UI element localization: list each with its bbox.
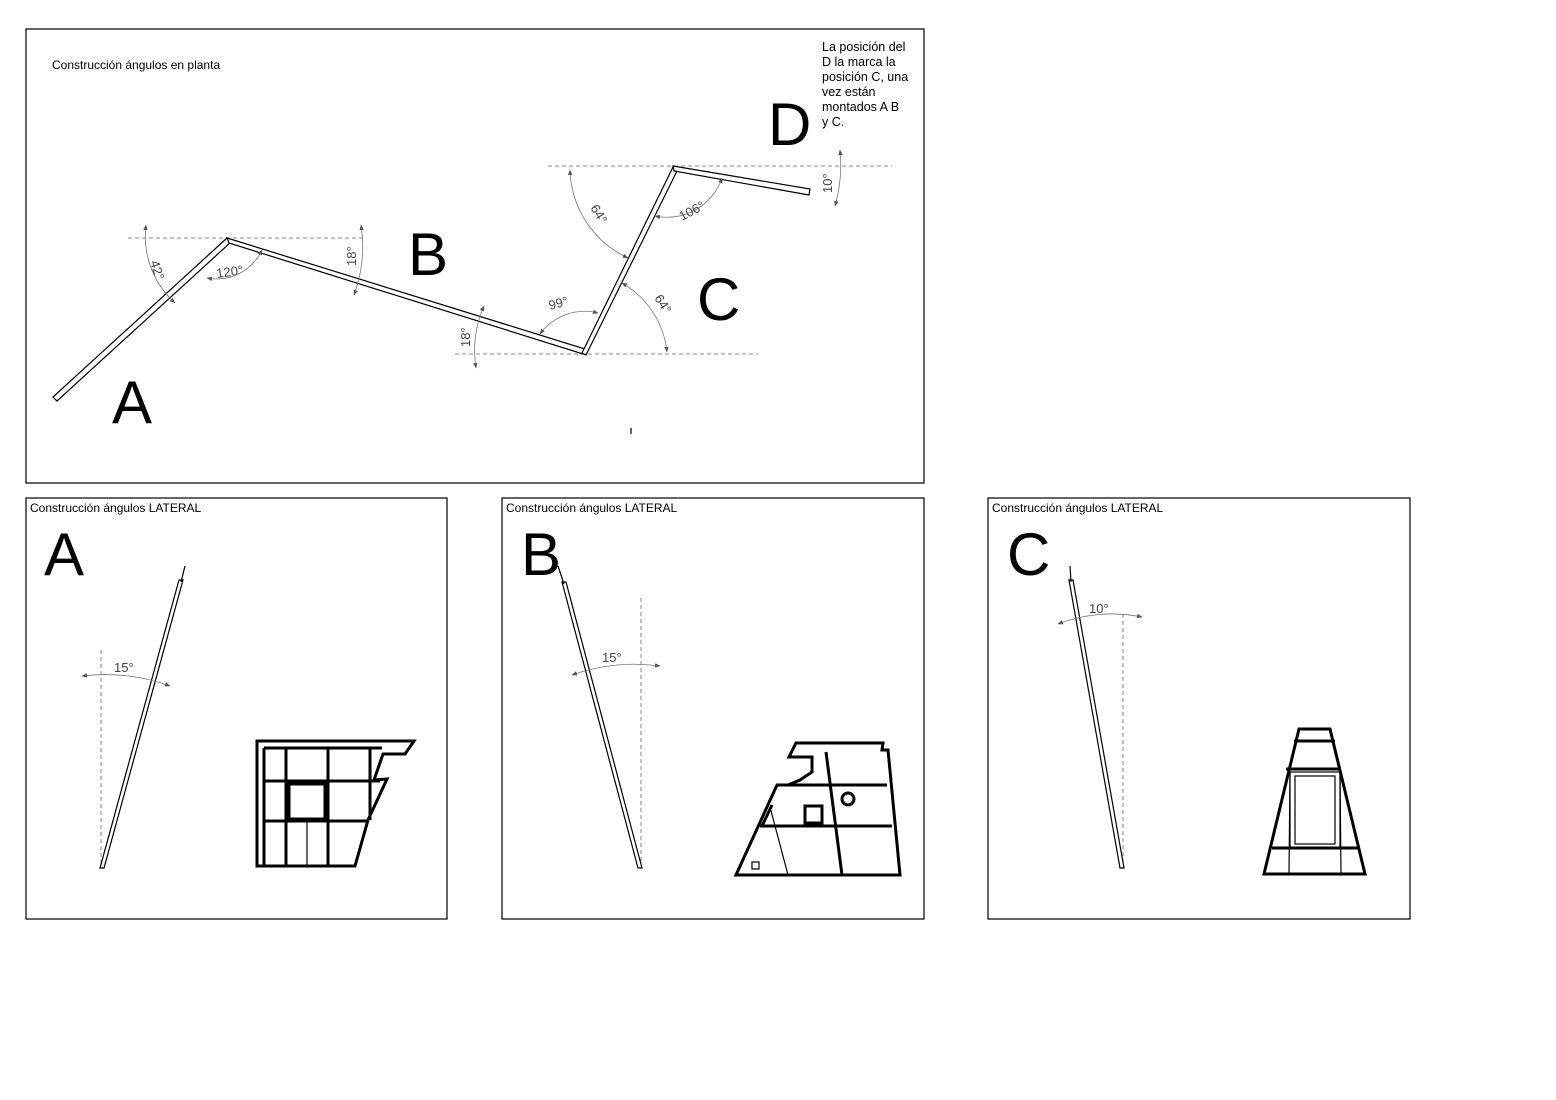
angle-label: 18° <box>458 327 473 347</box>
angle-label: 10° <box>1089 601 1109 616</box>
note-line: D la marca la <box>822 55 896 69</box>
lateral-title: Construcción ángulos LATERAL <box>992 501 1164 515</box>
plan-title: Construcción ángulos en planta <box>52 58 220 72</box>
lateral-letter: C <box>1007 521 1050 588</box>
plan-frame <box>25 28 925 484</box>
lateral-frame <box>987 497 1411 920</box>
lateral-letter: A <box>44 521 84 588</box>
plan-note: La posición del D la marca la posición C… <box>822 40 908 129</box>
angle-label: 120° <box>215 262 244 281</box>
angle-label: 106° <box>676 198 707 224</box>
angle-label: 15° <box>114 660 134 675</box>
wall-b-section <box>561 581 643 869</box>
note-line: y C. <box>822 115 844 129</box>
angle-label: 15° <box>602 650 622 665</box>
wall-letter-b: B <box>408 221 448 288</box>
lateral-frame <box>25 497 448 920</box>
angle-label: 42° <box>147 258 167 281</box>
angle-arc <box>539 309 599 335</box>
angle-arc <box>1057 613 1143 625</box>
wall-a-elevation <box>255 739 417 868</box>
angle-label: 64° <box>651 292 674 317</box>
wall-letter-a: A <box>112 369 152 436</box>
wall-letter-d: D <box>768 91 811 158</box>
lateral-letter: B <box>521 521 561 588</box>
angle-label: 99° <box>547 293 570 313</box>
wall-d-plan <box>672 165 811 196</box>
angle-arc <box>621 282 669 353</box>
wall-b-plan <box>225 237 586 355</box>
lateral-title: Construcción ángulos LATERAL <box>30 501 202 515</box>
angle-arc <box>206 249 263 282</box>
wall-top-edge <box>1069 565 1072 583</box>
angle-arc <box>353 224 364 296</box>
angle-arc <box>654 177 723 220</box>
angle-arc <box>834 149 843 207</box>
lateral-panel-b: Construcción ángulos LATERAL B 15° <box>501 497 925 920</box>
note-line: La posición del <box>822 40 905 54</box>
lateral-panel-c: Construcción ángulos LATERAL C 10° <box>987 497 1411 920</box>
angle-label: 10° <box>820 173 835 193</box>
angle-arc <box>567 169 629 259</box>
wall-top-edge <box>180 565 186 583</box>
wall-c-section <box>1068 579 1125 869</box>
wall-b-elevation <box>733 741 902 877</box>
lateral-frame <box>501 497 925 920</box>
wall-c-elevation <box>1262 727 1367 876</box>
angle-label: 18° <box>344 246 359 266</box>
angle-arc <box>143 224 176 304</box>
lateral-title: Construcción ángulos LATERAL <box>506 501 678 515</box>
note-line: posición C, una <box>822 70 908 84</box>
angle-arc <box>472 305 485 369</box>
angle-label: 64° <box>587 202 610 227</box>
wall-a-section <box>99 579 184 869</box>
note-line: montados A B <box>822 100 899 114</box>
angle-arc <box>81 673 171 687</box>
plan-view-panel: Construcción ángulos en planta La posici… <box>25 28 925 484</box>
angle-arc <box>571 663 661 676</box>
note-line: vez están <box>822 85 876 99</box>
wall-c-plan <box>581 166 679 356</box>
wall-top-edge <box>557 565 565 585</box>
lateral-panel-a: Construcción ángulos LATERAL A 15° <box>25 497 448 920</box>
wall-letter-c: C <box>697 266 740 333</box>
